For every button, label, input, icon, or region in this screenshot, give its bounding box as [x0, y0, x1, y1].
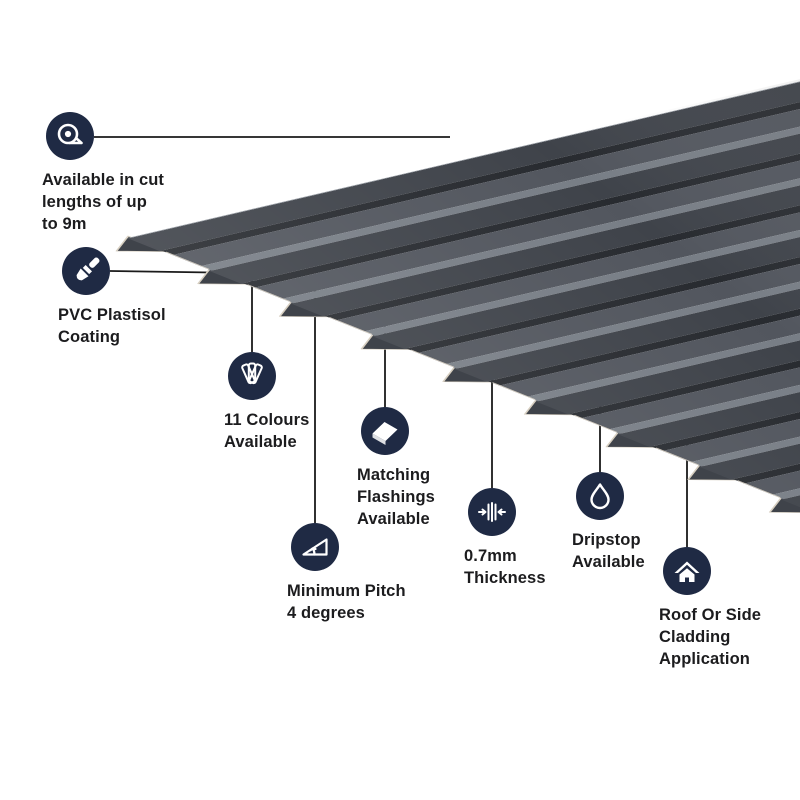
house-icon: [663, 547, 711, 595]
thickness-icon: [468, 488, 516, 536]
feature-label: Matching Flashings Available: [357, 466, 435, 528]
feature-pitch: Minimum Pitch 4 degrees: [287, 523, 406, 625]
feature-label: 0.7mm Thickness: [464, 547, 546, 587]
feature-label: PVC Plastisol Coating: [58, 306, 166, 346]
feature-cut-lengths: Available in cut lengths of up to 9m: [42, 112, 164, 235]
colour-fan-icon: [228, 352, 276, 400]
feature-flashings: Matching Flashings Available: [357, 407, 435, 530]
feature-cladding: Roof Or Side Cladding Application: [659, 547, 761, 670]
droplet-icon: [576, 472, 624, 520]
feature-dripstop: Dripstop Available: [572, 472, 645, 574]
flashing-icon: [361, 407, 409, 455]
feature-label: Roof Or Side Cladding Application: [659, 606, 762, 668]
feature-label: Dripstop Available: [572, 531, 645, 571]
feature-label: Available in cut lengths of up to 9m: [42, 171, 165, 233]
feature-label: 11 Colours Available: [224, 411, 310, 451]
tape-measure-icon: [46, 112, 94, 160]
feature-coating: PVC Plastisol Coating: [58, 247, 166, 349]
pitch-angle-icon: [291, 523, 339, 571]
paintbrush-icon: [62, 247, 110, 295]
feature-colours: 11 Colours Available: [224, 352, 309, 454]
feature-label: Minimum Pitch 4 degrees: [287, 582, 406, 622]
feature-thickness: 0.7mm Thickness: [464, 488, 546, 590]
